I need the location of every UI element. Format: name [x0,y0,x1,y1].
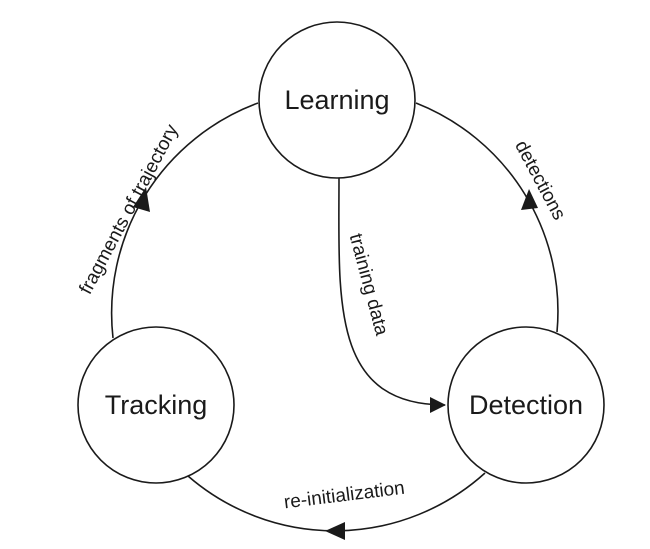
arrowhead-reinitialization [325,522,345,540]
node-learning: Learning [258,21,416,179]
label-re-initialization: re-initialization [283,478,406,514]
curve-training-data [338,176,446,406]
node-learning-circle [258,21,416,179]
node-detection-label: Detection [469,390,583,420]
arrowhead-training-data [430,397,446,413]
node-tracking-circle [77,326,235,484]
label-detections: detections [510,137,569,223]
arrowhead-detections [521,189,538,210]
node-learning-label: Learning [284,85,389,115]
arrowhead-fragments [133,187,150,212]
node-detection-circle [447,326,605,484]
node-tracking-label: Tracking [105,390,208,420]
node-tracking: Tracking [77,326,235,484]
label-training-data: training data [345,231,392,338]
arc-learning-to-detection-outer [415,102,559,333]
label-fragments-of-trajectory: fragments of trajectory [76,121,184,298]
node-detection: Detection [447,326,605,484]
